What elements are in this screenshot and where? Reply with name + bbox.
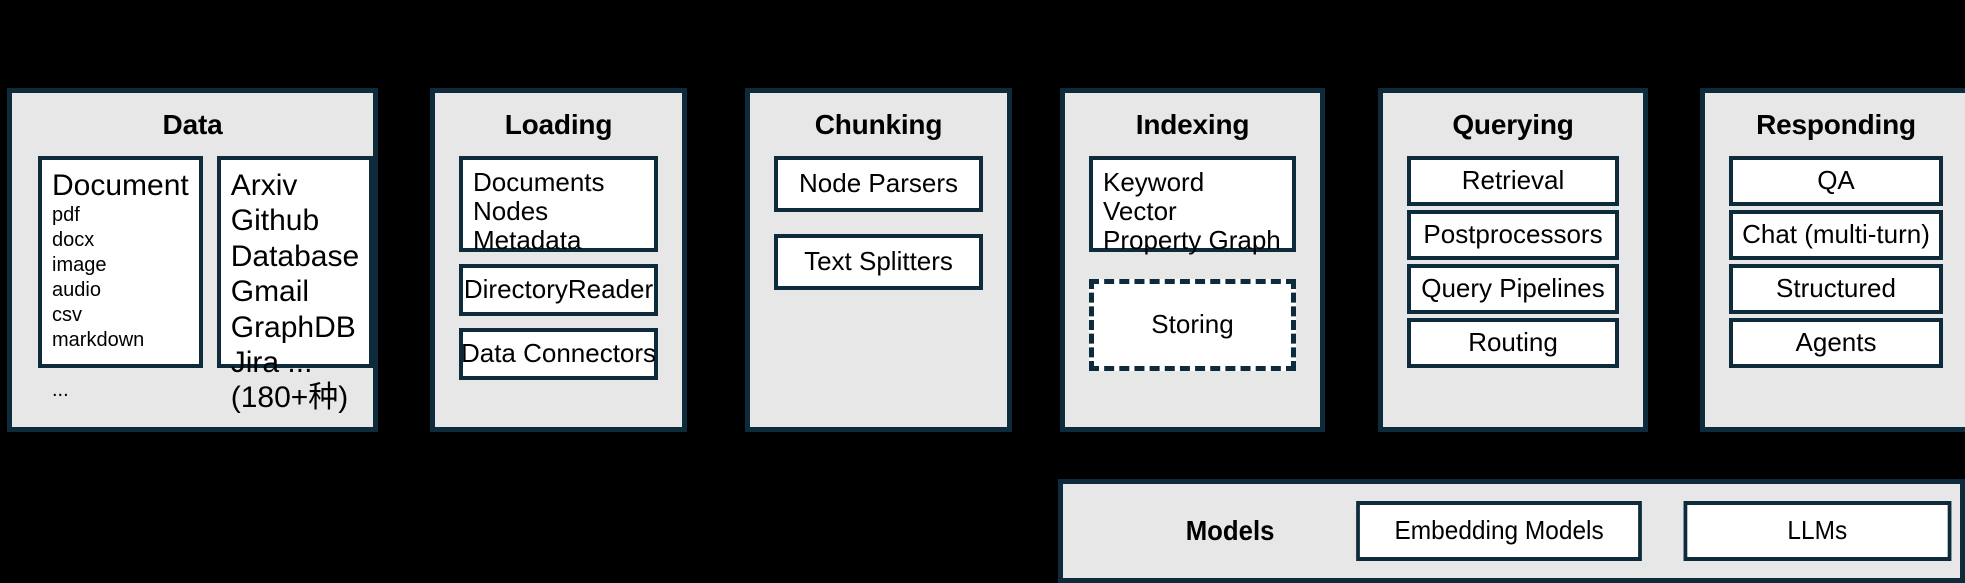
- postprocessors-label: Postprocessors: [1423, 219, 1603, 250]
- stage-responding: Responding QA Chat (multi-turn) Structur…: [1700, 88, 1965, 432]
- card-data-sources[interactable]: Arxiv Github Database Gmail GraphDB Jira…: [216, 156, 374, 414]
- stage-title-indexing: Indexing: [1135, 109, 1250, 140]
- stage-title-loading: Loading: [504, 109, 613, 140]
- retrieval-label: Retrieval: [1461, 165, 1565, 196]
- stage-title-responding: Responding: [1756, 109, 1916, 140]
- stage-data: Data Document pdf docx image audio csv m…: [7, 88, 378, 432]
- agents-label: Agents: [1795, 327, 1877, 358]
- card-postprocessors[interactable]: Postprocessors: [1407, 210, 1619, 260]
- index-types-label: Keyword Vector Property Graph: [1103, 167, 1281, 256]
- chat-label: Chat (multi-turn): [1742, 219, 1930, 250]
- stage-loading: Loading Documents Nodes Metadata Directo…: [430, 88, 687, 432]
- document-types-heading: Document: [52, 169, 189, 202]
- document-types-list: pdf docx image audio csv markdown ...: [52, 204, 145, 402]
- stage-body-responding: QA Chat (multi-turn) Structured Agents: [1705, 156, 1965, 368]
- card-llms[interactable]: LLMs: [1683, 501, 1952, 561]
- card-document-types[interactable]: Document pdf docx image audio csv markdo…: [38, 156, 203, 401]
- llms-label: LLMs: [1787, 515, 1848, 546]
- card-qa[interactable]: QA: [1729, 156, 1943, 206]
- structured-label: Structured: [1776, 273, 1896, 304]
- qa-label: QA: [1817, 165, 1855, 196]
- stage-body-data: Document pdf docx image audio csv markdo…: [12, 156, 374, 414]
- stage-querying: Querying Retrieval Postprocessors Query …: [1378, 88, 1648, 432]
- loading-objects-label: Documents Nodes Metadata: [473, 167, 605, 256]
- stage-body-chunking: Node Parsers Text Splitters: [750, 156, 1007, 290]
- routing-label: Routing: [1468, 327, 1558, 358]
- card-agents[interactable]: Agents: [1729, 318, 1943, 368]
- stage-title-data: Data: [162, 109, 223, 140]
- stage-title-querying: Querying: [1452, 109, 1574, 140]
- stage-body-querying: Retrieval Postprocessors Query Pipelines…: [1383, 156, 1643, 368]
- data-connectors-label: Data Connectors: [460, 338, 657, 369]
- card-directory-reader[interactable]: DirectoryReader: [459, 264, 658, 316]
- card-chat[interactable]: Chat (multi-turn): [1729, 210, 1943, 260]
- card-index-types[interactable]: Keyword Vector Property Graph: [1089, 156, 1296, 256]
- stage-chunking: Chunking Node Parsers Text Splitters: [745, 88, 1012, 432]
- card-text-splitters[interactable]: Text Splitters: [774, 234, 983, 290]
- card-storing[interactable]: Storing: [1089, 279, 1296, 371]
- card-node-parsers[interactable]: Node Parsers: [774, 156, 983, 212]
- models-label: Models: [1185, 515, 1275, 546]
- stage-body-loading: Documents Nodes Metadata DirectoryReader…: [435, 156, 682, 380]
- card-retrieval[interactable]: Retrieval: [1407, 156, 1619, 206]
- storing-label: Storing: [1151, 309, 1234, 340]
- embedding-models-label: Embedding Models: [1394, 515, 1604, 546]
- models-bar: Models Embedding Models LLMs: [1058, 479, 1965, 583]
- card-structured[interactable]: Structured: [1729, 264, 1943, 314]
- directory-reader-label: DirectoryReader: [463, 274, 654, 305]
- data-sources-list: Arxiv Github Database Gmail GraphDB Jira…: [230, 169, 360, 415]
- stage-indexing: Indexing Keyword Vector Property Graph S…: [1060, 88, 1325, 432]
- node-parsers-label: Node Parsers: [799, 168, 958, 199]
- stage-title-chunking: Chunking: [814, 109, 943, 140]
- text-splitters-label: Text Splitters: [804, 246, 953, 277]
- query-pipelines-label: Query Pipelines: [1421, 273, 1605, 304]
- card-query-pipelines[interactable]: Query Pipelines: [1407, 264, 1619, 314]
- card-routing[interactable]: Routing: [1407, 318, 1619, 368]
- card-embedding-models[interactable]: Embedding Models: [1356, 501, 1643, 561]
- stage-body-indexing: Keyword Vector Property Graph Storing: [1065, 156, 1320, 371]
- card-loading-objects[interactable]: Documents Nodes Metadata: [459, 156, 658, 256]
- card-data-connectors[interactable]: Data Connectors: [459, 328, 658, 380]
